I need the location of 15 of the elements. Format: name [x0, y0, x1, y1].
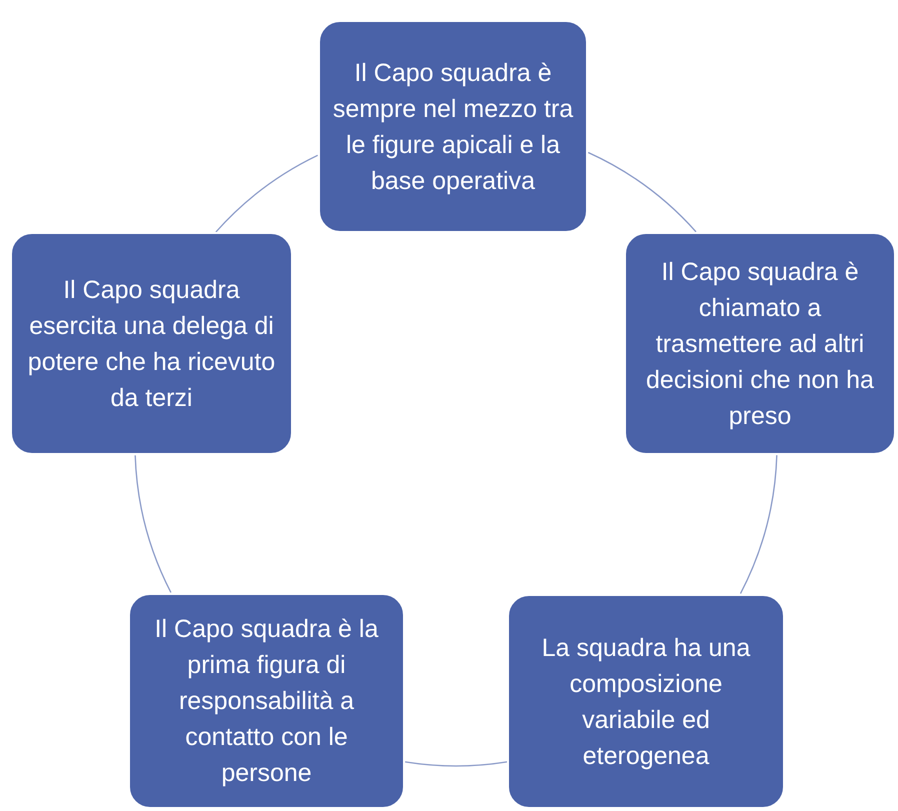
box-text: Il Capo squadra esercita una delega di potere che ha ricevuto da terzi	[26, 274, 276, 414]
connector-arc	[740, 455, 778, 594]
connector-arc	[405, 761, 508, 767]
box-text: Il Capo squadra è sempre nel mezzo tra le figure apicali e la base operativa	[332, 58, 574, 196]
rounded-box	[507, 594, 785, 809]
connector-arc	[134, 455, 172, 593]
rounded-box	[624, 232, 896, 455]
box-text: Il Capo squadra è chiamato a trasmettere ad altri decisioni che non ha preso	[645, 256, 875, 432]
rounded-box	[10, 232, 293, 455]
connector-arc	[588, 152, 696, 232]
box-text: Il Capo squadra è la prima figura di responsabilità a contatto con le persone	[154, 614, 380, 789]
box-text: La squadra ha una composizione variabile ed eterogenea	[540, 632, 752, 772]
connector-arc	[215, 154, 318, 232]
rounded-box	[318, 20, 588, 233]
rounded-box	[128, 593, 405, 809]
